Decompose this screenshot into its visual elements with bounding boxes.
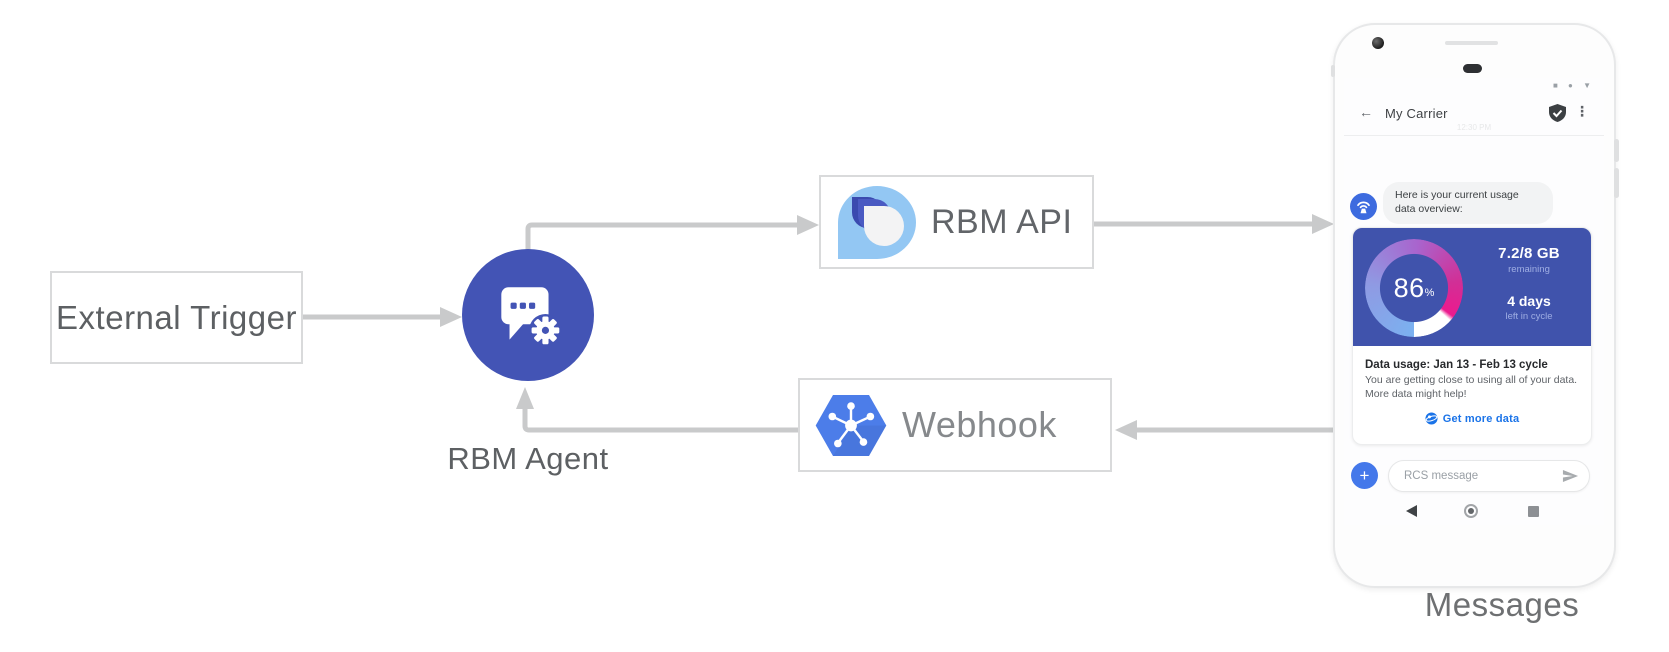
messages-caption: Messages — [1424, 586, 1580, 623]
overflow-menu-icon[interactable]: ⋮ — [1575, 103, 1589, 119]
data-amount: 7.2/8 GB — [1498, 245, 1560, 262]
rbm-api-node: RBM API — [819, 175, 1094, 269]
gear-icon — [529, 313, 562, 347]
arrowhead — [797, 215, 819, 235]
phone-mockup: ■ ● ▼ ← My Carrier ⋮ 12:30 PM Here is yo… — [1331, 23, 1619, 588]
nav-back-button[interactable] — [1406, 505, 1417, 517]
days-left-caption: left in cycle — [1505, 311, 1553, 322]
usage-card-title: Data usage: Jan 13 - Feb 13 cycle — [1365, 359, 1548, 371]
rcs-message-input[interactable] — [1402, 469, 1562, 483]
bot-message-line1: Here is your current usage — [1395, 189, 1519, 201]
usage-card-header: 86 % 7.2/8 GB remaining 4 days left in c… — [1353, 228, 1591, 346]
rbm-api-label: RBM API — [931, 202, 1073, 241]
arrowhead — [440, 307, 462, 327]
nav-recents-button[interactable] — [1528, 506, 1539, 517]
volume-button[interactable] — [1614, 168, 1619, 198]
antenna-icon — [1357, 201, 1370, 214]
rbm-agent-node — [462, 249, 594, 381]
nav-home-button[interactable] — [1464, 504, 1478, 518]
usage-card-text-line2: More data might help! — [1365, 388, 1467, 401]
sim-tray — [1331, 65, 1335, 77]
webhook-node: Webhook — [798, 378, 1112, 472]
arrow-agent-to-api — [525, 222, 797, 251]
usage-card: 86 % 7.2/8 GB remaining 4 days left in c… — [1352, 227, 1592, 445]
header-divider — [1344, 135, 1604, 136]
globe-icon — [1425, 412, 1438, 425]
phone-screen: ■ ● ▼ ← My Carrier ⋮ 12:30 PM Here is yo… — [1344, 78, 1604, 525]
earpiece — [1463, 64, 1482, 73]
bot-message-line2: data overview: — [1395, 202, 1463, 215]
external-trigger-label: External Trigger — [56, 298, 297, 336]
usage-gauge-ring — [1365, 239, 1463, 337]
usage-percent: 86 — [1393, 272, 1425, 303]
usage-gauge-value: 86 % — [1365, 239, 1463, 337]
get-more-data-button[interactable]: Get more data — [1365, 412, 1579, 425]
message-composer — [1388, 460, 1590, 492]
usage-percent-unit: % — [1424, 287, 1435, 299]
bot-message-bubble: Here is your current usage data overview… — [1383, 182, 1553, 224]
verified-shield-icon — [1549, 104, 1566, 122]
status-bar-icons: ■ ● ▼ — [1552, 81, 1595, 90]
usage-card-text-line1: You are getting close to using all of yo… — [1365, 374, 1578, 386]
attach-plus-button[interactable]: + — [1351, 462, 1378, 489]
top-speaker-slot — [1445, 41, 1498, 45]
webhook-hexagon-icon — [815, 394, 887, 456]
webhook-label: Webhook — [902, 404, 1057, 445]
usage-card-body: Data usage: Jan 13 - Feb 13 cycle You ar… — [1353, 346, 1591, 444]
arrow-webhook-to-agent — [522, 407, 798, 433]
get-more-data-label: Get more data — [1442, 412, 1520, 425]
carrier-avatar — [1350, 193, 1377, 220]
data-amount-caption: remaining — [1508, 264, 1550, 275]
chat-gear-icon — [501, 287, 562, 347]
arrowhead — [1115, 420, 1137, 440]
send-icon[interactable] — [1562, 469, 1579, 483]
arrowhead — [1312, 214, 1334, 234]
back-arrow-icon[interactable]: ← — [1359, 104, 1373, 120]
rbm-agent-label: RBM Agent — [447, 441, 609, 476]
rbm-api-icon — [838, 185, 916, 259]
conversation-title: My Carrier — [1385, 106, 1448, 121]
power-button[interactable] — [1614, 139, 1619, 162]
faint-timestamp: 12:30 PM — [1456, 123, 1492, 132]
front-camera — [1372, 37, 1384, 49]
arrowhead — [516, 387, 534, 409]
external-trigger-node: External Trigger — [50, 271, 303, 364]
days-left: 4 days — [1507, 293, 1551, 309]
